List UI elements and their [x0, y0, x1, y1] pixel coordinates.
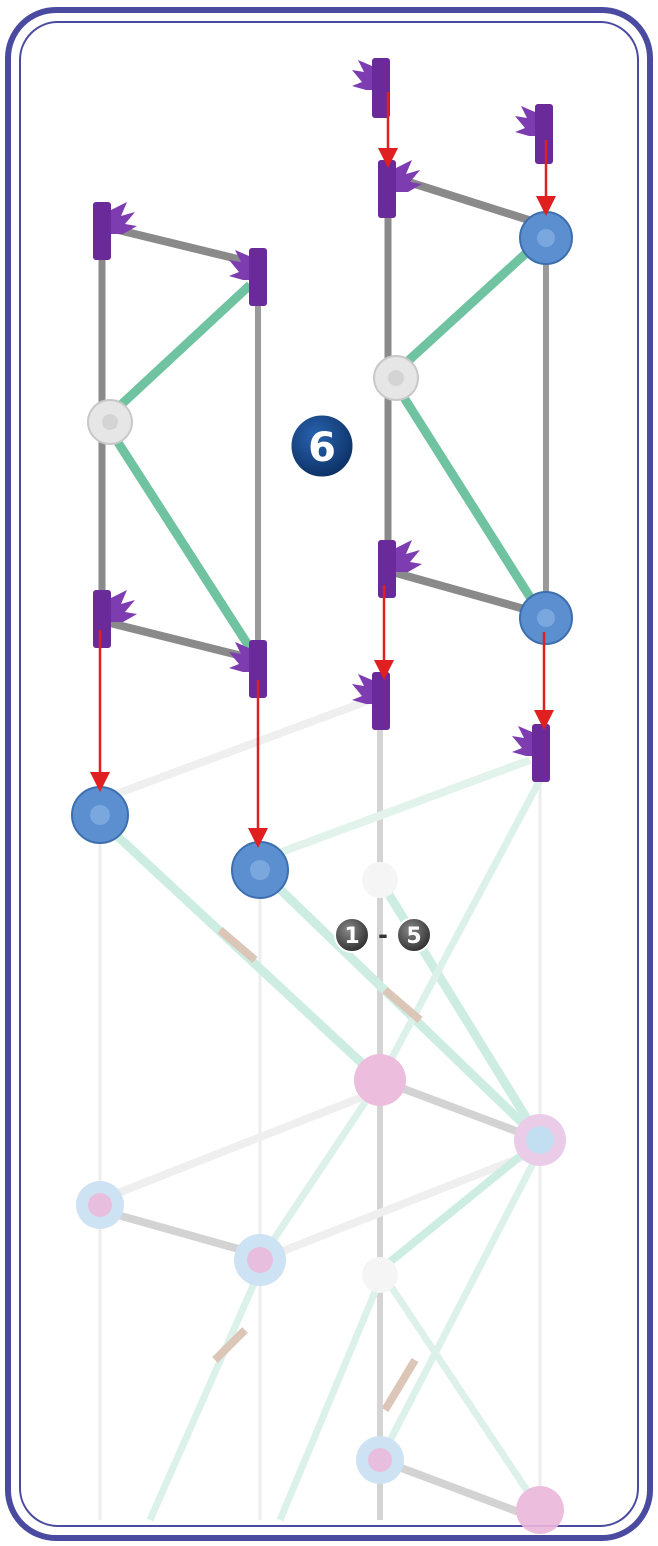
blue-connector-icon: [231, 841, 289, 899]
faded-pink-connector-icon: [516, 1486, 564, 1534]
purple-connector-icon: [352, 672, 390, 730]
right-frame-assembly: [373, 160, 573, 645]
faded-pink-connector-icon: [354, 1054, 406, 1106]
step-badge: 6: [288, 412, 356, 480]
purple-connector-icon: [378, 540, 422, 598]
purple-connector-icon: [515, 104, 553, 164]
blue-connector-icon: [519, 211, 573, 265]
purple-connector-icon: [352, 58, 390, 118]
range-end: 5: [406, 924, 421, 949]
range-separator: -: [378, 921, 388, 949]
blue-connector-icon: [71, 786, 129, 844]
purple-connector-icon: [512, 724, 550, 782]
faded-previous-assembly: [76, 696, 566, 1534]
purple-connector-icon: [229, 640, 267, 698]
panel-border: [5, 7, 653, 1541]
blue-connector-icon: [519, 591, 573, 645]
purple-connector-icon: [378, 160, 422, 218]
purple-connector-icon: [93, 590, 137, 648]
purple-connector-icon: [93, 202, 137, 260]
faded-white-connector-icon: [362, 862, 398, 898]
left-frame-assembly: [87, 202, 267, 698]
range-start: 1: [344, 924, 359, 949]
step-number: 6: [308, 425, 336, 471]
purple-connector-icon: [229, 248, 267, 306]
white-connector-icon: [87, 399, 133, 445]
white-connector-icon: [373, 355, 419, 401]
faded-white-connector-icon: [362, 1257, 398, 1293]
previous-steps-range: 1 - 5: [334, 917, 432, 953]
insert-arrows: [90, 92, 556, 848]
